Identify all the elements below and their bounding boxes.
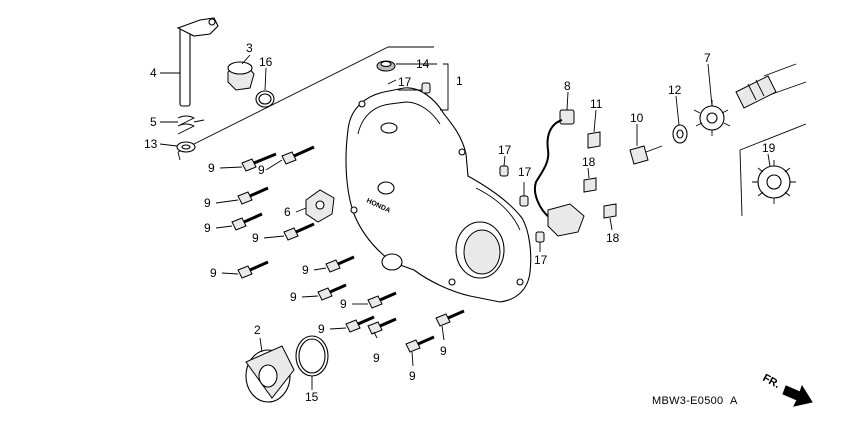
diagram-revision: A bbox=[730, 395, 738, 407]
callout-11: 11 bbox=[590, 97, 603, 111]
return-spring bbox=[177, 115, 205, 135]
callout-9m: 9 bbox=[409, 369, 416, 383]
callout-8: 8 bbox=[564, 79, 571, 93]
callout-9c: 9 bbox=[204, 196, 211, 210]
callout-17b: 17 bbox=[498, 143, 512, 157]
callout-7: 7 bbox=[704, 51, 711, 65]
dowel-pins bbox=[421, 82, 545, 243]
callout-9e: 9 bbox=[252, 231, 259, 245]
callout-18b: 18 bbox=[606, 231, 620, 245]
callout-19: 19 bbox=[762, 141, 776, 155]
callout-16: 16 bbox=[259, 55, 273, 69]
bolt-10 bbox=[629, 145, 663, 165]
diagram-code: MBW3-E0500 bbox=[652, 395, 723, 407]
leader-lines bbox=[159, 54, 771, 390]
filler-cap bbox=[227, 61, 255, 91]
front-label: FR. bbox=[761, 372, 782, 391]
callout-17d: 17 bbox=[534, 253, 548, 267]
callout-9j: 9 bbox=[318, 322, 325, 336]
callout-9b: 9 bbox=[258, 163, 265, 177]
callout-17c: 17 bbox=[518, 165, 532, 179]
callout-9k: 9 bbox=[373, 351, 380, 365]
kick-shaft bbox=[176, 17, 219, 107]
front-direction-indicator: FR. bbox=[761, 372, 813, 407]
callout-9l: 9 bbox=[440, 344, 447, 358]
callout-9g: 9 bbox=[302, 263, 309, 277]
sensor-harness bbox=[534, 109, 585, 237]
inset-frame bbox=[739, 123, 807, 217]
crankcase-cover: HONDA bbox=[345, 87, 532, 303]
callout-10: 10 bbox=[630, 111, 644, 125]
callout-9h: 9 bbox=[290, 290, 297, 304]
assembly-frame bbox=[177, 46, 434, 161]
callout-2: 2 bbox=[254, 323, 261, 337]
callout-4: 4 bbox=[150, 66, 157, 80]
thrust-washer bbox=[176, 141, 196, 153]
callout-6: 6 bbox=[284, 205, 291, 219]
oil-seal-14 bbox=[376, 60, 396, 72]
bolts-18 bbox=[583, 177, 617, 219]
pulser-rotor-19 bbox=[752, 160, 796, 204]
callouts: 1 2 3 4 5 6 7 8 9 9 9 9 9 9 9 9 9 9 9 9 … bbox=[144, 41, 776, 404]
o-ring-15 bbox=[295, 335, 329, 377]
bracket-6 bbox=[305, 189, 335, 223]
callout-9i: 9 bbox=[340, 297, 347, 311]
callout-14: 14 bbox=[416, 57, 430, 71]
callout-9f: 9 bbox=[210, 266, 217, 280]
seal-2 bbox=[245, 345, 295, 403]
callout-5: 5 bbox=[150, 115, 157, 129]
callout-17a: 17 bbox=[398, 75, 412, 89]
callout-3: 3 bbox=[246, 41, 253, 55]
bolts-9 bbox=[231, 145, 465, 353]
callout-1: 1 bbox=[456, 74, 463, 88]
o-ring-16 bbox=[255, 90, 275, 108]
callout-12: 12 bbox=[668, 83, 682, 97]
washer-12 bbox=[672, 124, 688, 144]
front-arrow-icon bbox=[782, 384, 813, 407]
bolt-11 bbox=[587, 131, 601, 149]
crankshaft-end bbox=[735, 63, 807, 109]
callout-9a: 9 bbox=[208, 161, 215, 175]
callout-15: 15 bbox=[305, 390, 319, 404]
callout-13: 13 bbox=[144, 137, 158, 151]
callout-9d: 9 bbox=[204, 221, 211, 235]
callout-18a: 18 bbox=[582, 155, 596, 169]
